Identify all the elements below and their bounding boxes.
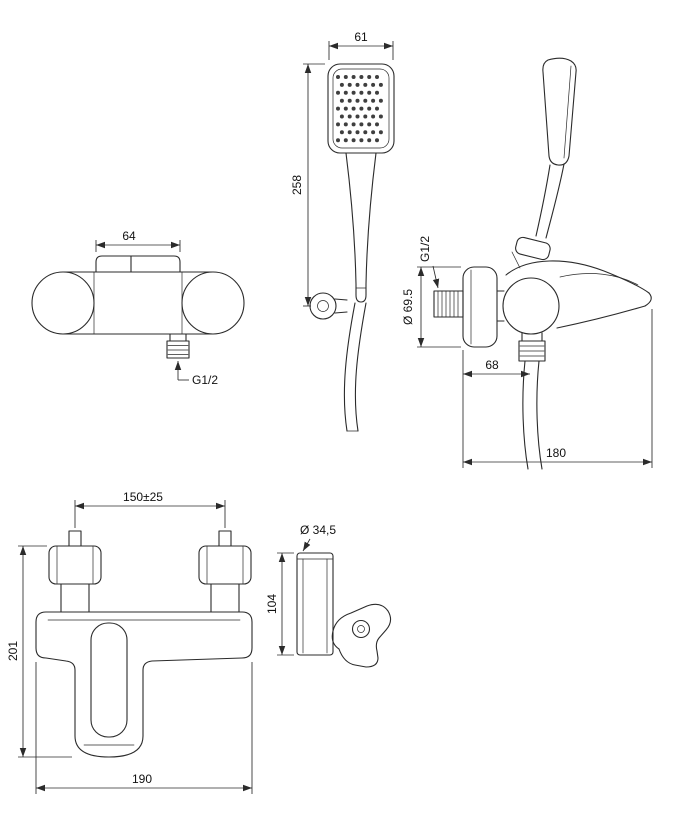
- right-escutcheon: [181, 271, 245, 335]
- spout-side: [505, 260, 652, 329]
- dim-handshower-height: 258: [290, 63, 325, 307]
- spout-face: [90, 622, 128, 738]
- wall-bracket-side: [331, 603, 392, 668]
- bottom-outlet-thread: [166, 333, 190, 359]
- dim-wall-to-outlet: 68: [462, 350, 530, 468]
- side-body-cylinder: [296, 552, 334, 656]
- dim-bath-height: 201: [6, 545, 72, 758]
- dim-label-diameter: Ø 34,5: [300, 523, 336, 537]
- inlet-thread-callout: G1/2: [418, 236, 440, 289]
- body-edge-lines: [93, 271, 183, 335]
- holder-bracket-side: [511, 236, 551, 269]
- dim-label-total-depth: 180: [546, 446, 566, 460]
- dim-diameter-callout: Ø 34,5: [300, 523, 336, 552]
- shower-holder-knob: [309, 292, 348, 320]
- dim-label-inlet-centers: 150±25: [123, 490, 163, 504]
- wall-union-thread: [433, 290, 464, 318]
- dim-spout-width: 64: [95, 229, 181, 252]
- dim-escutcheon-diameter: Ø 69.5: [401, 266, 461, 348]
- shower-hose-side: [522, 360, 543, 470]
- dim-inlet-centers: 150±25: [74, 490, 226, 528]
- shower-hose-front: [343, 302, 367, 432]
- shower-head-outline: [327, 63, 395, 154]
- dim-label-handshower-height: 258: [290, 175, 304, 195]
- view-bath-mixer-front: 150±25 201 190: [6, 490, 253, 794]
- dim-head-width: 61: [328, 30, 394, 60]
- top-spout-block: [95, 255, 181, 273]
- dim-label-bath-height: 201: [6, 641, 20, 661]
- dim-label-escutcheon-diameter: Ø 69.5: [401, 289, 415, 325]
- shower-head-face: [332, 68, 390, 149]
- dim-bath-width: 190: [35, 662, 253, 794]
- view-shower-mixer-front: 64 G1/2: [31, 229, 245, 387]
- view-bath-mixer-side: Ø 34,5 104: [265, 523, 392, 668]
- hand-shower-handle: [345, 152, 377, 303]
- hand-shower-side: [535, 57, 577, 239]
- view-shower-mixer-side: G1/2 Ø 69.5 68: [401, 57, 653, 470]
- bath-mixer-body: [35, 611, 253, 758]
- valve-body-side: [502, 277, 560, 335]
- dim-cylinder-height: 104: [265, 552, 294, 656]
- right-inlet: [198, 530, 252, 613]
- wall-escutcheon-side: [462, 266, 498, 348]
- left-inlet: [48, 530, 102, 613]
- left-escutcheon: [31, 271, 95, 335]
- outlet-thread-callout: G1/2: [174, 361, 218, 387]
- outlet-thread-side: [518, 332, 546, 362]
- dim-label-bath-width: 190: [132, 772, 152, 786]
- view-hand-shower-front: 61 258: [290, 30, 395, 432]
- dim-label-cylinder-height: 104: [265, 594, 279, 614]
- plate-valve-connection: [496, 290, 505, 322]
- mixer-body-front: [62, 271, 214, 335]
- dim-label-spout-width: 64: [122, 229, 136, 243]
- outlet-thread-label: G1/2: [192, 373, 218, 387]
- dim-total-depth: 180: [463, 309, 653, 468]
- inlet-thread-label: G1/2: [418, 236, 432, 262]
- spray-nozzle-dots: [336, 75, 383, 143]
- dim-label-wall-to-outlet: 68: [485, 358, 499, 372]
- dim-label-head-width: 61: [354, 30, 368, 44]
